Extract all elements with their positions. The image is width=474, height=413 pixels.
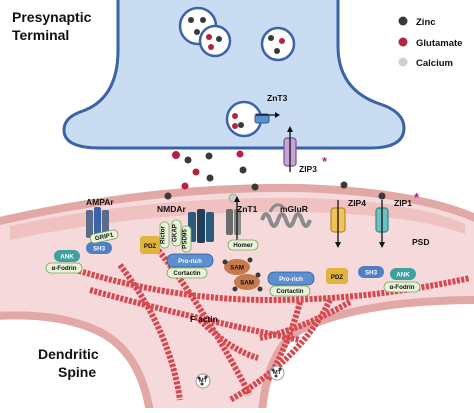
sh3-domain: SH3 xyxy=(86,242,112,254)
synaptic-cleft-ions xyxy=(164,150,386,203)
alpha-fodrin: α-Fodrin xyxy=(383,281,421,293)
mglur-label: mGluR xyxy=(280,204,308,214)
presynaptic-terminal xyxy=(62,0,406,150)
svg-text:SAM: SAM xyxy=(230,265,244,272)
dendritic-label: Dendritic xyxy=(38,346,99,362)
ampa-receptor xyxy=(86,207,109,239)
terminal-label: Terminal xyxy=(12,27,69,43)
sam-domain: SAM xyxy=(234,274,260,290)
legend-glutamate-swatch xyxy=(398,37,408,47)
psd-label: PSD xyxy=(412,237,429,247)
microtubule-cluster: MT xyxy=(195,373,211,389)
legend-glutamate-label: Glutamate xyxy=(416,38,462,49)
legend-zinc-label: Zinc xyxy=(416,17,436,28)
legend-zinc-swatch xyxy=(398,16,408,26)
zip1-star: * xyxy=(414,190,420,205)
zip3-star: * xyxy=(322,154,328,169)
znt1-label: ZnT1 xyxy=(237,204,258,214)
f-actin-filaments xyxy=(69,238,471,403)
svg-text:GKAP: GKAP xyxy=(172,224,179,242)
pdz-domain: PDZ xyxy=(326,268,348,284)
svg-text:SAM: SAM xyxy=(240,280,254,287)
znt3-transporter-arrow xyxy=(256,112,280,118)
svg-text:α-Fodrin: α-Fodrin xyxy=(389,284,414,291)
pdz-domain: PDZ xyxy=(140,236,160,254)
svg-text:ANK: ANK xyxy=(396,272,410,279)
synaptic-vesicle xyxy=(198,24,232,58)
cortactin-protein: Cortactin xyxy=(166,267,208,279)
legend-calcium-label: Calcium xyxy=(416,58,453,69)
svg-text:Cortactin: Cortactin xyxy=(276,288,303,295)
psd95-protein: PSD95 xyxy=(182,225,192,253)
svg-text:Cortactin: Cortactin xyxy=(173,270,200,277)
svg-text:MT: MT xyxy=(273,370,282,376)
pro-rich-domain: Pro-rich xyxy=(166,253,214,268)
ank-domain: ANK xyxy=(390,268,416,280)
spine-label: Spine xyxy=(58,364,96,380)
dendritic-spine xyxy=(0,183,474,413)
legend: Zinc Glutamate Calcium xyxy=(398,16,462,69)
svg-text:SH3: SH3 xyxy=(93,246,106,253)
svg-text:ANK: ANK xyxy=(60,254,74,261)
svg-text:GRIP1: GRIP1 xyxy=(94,232,114,243)
homer-protein: Homer xyxy=(227,239,259,251)
pro-rich-domain: Pro-rich xyxy=(267,271,315,286)
zip3-label: ZIP3 xyxy=(299,164,317,174)
ampar-label: AMPAr xyxy=(86,197,114,207)
zip4-transporter xyxy=(330,200,346,248)
rictor-protein: Rictor xyxy=(160,221,170,249)
zip4-label: ZIP4 xyxy=(348,198,366,208)
nmda-receptor xyxy=(188,209,214,243)
synaptic-vesicle xyxy=(260,26,296,62)
presynaptic-label: Presynaptic xyxy=(12,9,92,25)
postsynaptic-density xyxy=(10,197,465,240)
mglur-receptor xyxy=(260,203,312,228)
svg-text:SH3: SH3 xyxy=(365,270,378,277)
cortactin-protein: Cortactin xyxy=(269,285,311,297)
svg-text:PDZ: PDZ xyxy=(144,243,157,250)
svg-text:PSD95: PSD95 xyxy=(182,229,189,249)
microtubule-cluster: MT xyxy=(269,365,285,381)
svg-text:α-Fodrin: α-Fodrin xyxy=(51,265,76,272)
znt3-label: ZnT3 xyxy=(267,93,288,103)
sh3-domain: SH3 xyxy=(358,266,384,278)
sam-domain: SAM xyxy=(224,259,250,275)
zip3-transporter xyxy=(283,126,297,172)
znt1-transporter xyxy=(226,196,241,242)
svg-text:PDZ: PDZ xyxy=(331,274,344,281)
svg-text:Pro-rich: Pro-rich xyxy=(178,258,202,265)
zip1-transporter xyxy=(375,200,389,248)
sam-bound-zinc xyxy=(222,257,263,292)
factin-label: F-actin xyxy=(190,314,218,324)
synaptic-vesicle-znt3 xyxy=(225,100,270,138)
grip1-protein: GRIP1 xyxy=(89,229,119,244)
ank-domain: ANK xyxy=(54,250,80,262)
svg-text:Rictor: Rictor xyxy=(160,225,167,243)
svg-text:Homer: Homer xyxy=(233,242,253,249)
svg-text:Pro-rich: Pro-rich xyxy=(279,276,303,283)
gkap-protein: GKAP xyxy=(172,219,182,247)
alpha-fodrin: α-Fodrin xyxy=(45,262,83,274)
nmdar-label: NMDAr xyxy=(157,204,186,214)
legend-calcium-swatch xyxy=(398,57,408,67)
svg-text:MT: MT xyxy=(199,378,208,384)
zip1-label: ZIP1 xyxy=(394,198,412,208)
